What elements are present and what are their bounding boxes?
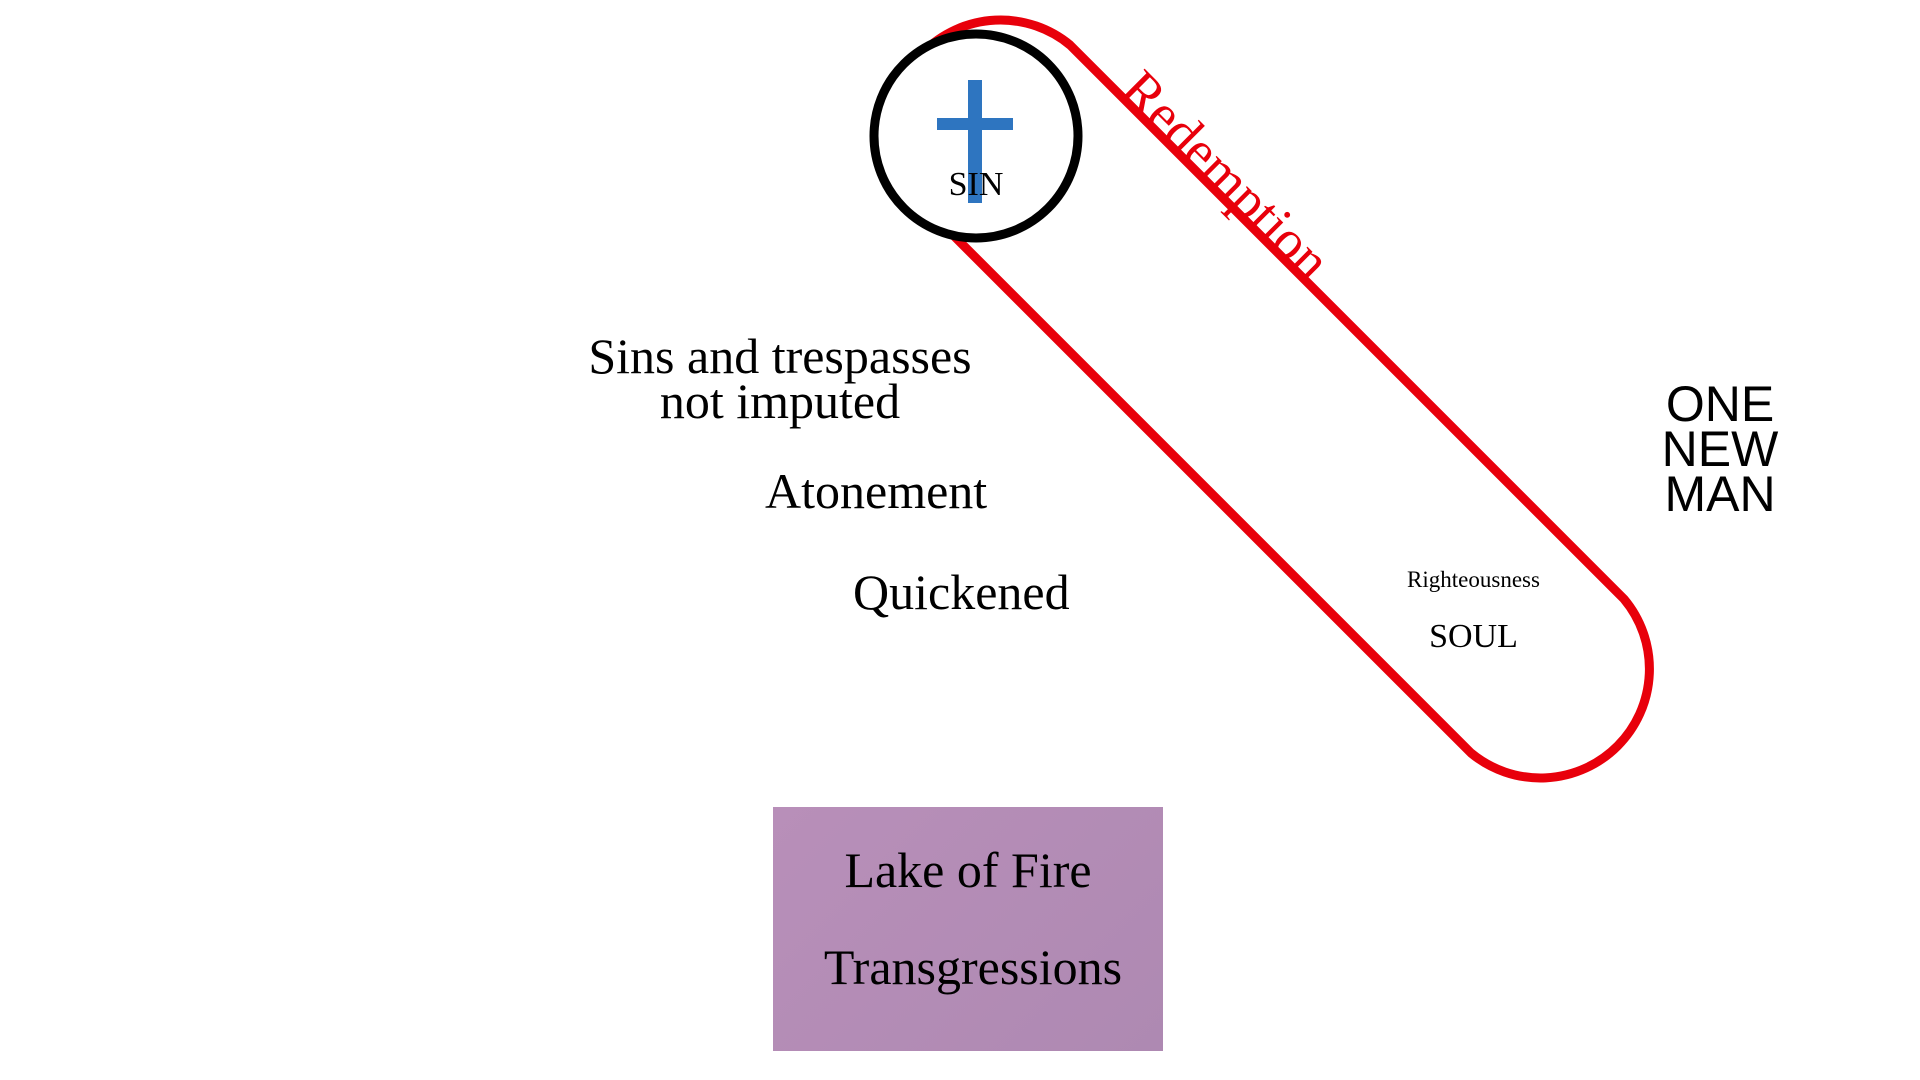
lake-of-fire-box: Lake of Fire Transgressions	[773, 807, 1163, 1051]
soul-label: SOUL	[1429, 618, 1518, 655]
one-new-man-line-1: ONE	[1665, 376, 1775, 432]
one-new-man-line-2: NEW	[1661, 421, 1779, 477]
sins-label-line-1: Sins and trespasses	[588, 328, 972, 384]
transgressions-label: Transgressions	[823, 939, 1123, 995]
sins-label-line-2: not imputed	[659, 373, 901, 429]
righteousness-label: Righteousness	[1407, 567, 1540, 592]
cross-icon	[937, 80, 1013, 203]
lake-of-fire-label: Lake of Fire	[844, 842, 1092, 898]
sin-label: SIN	[949, 166, 1004, 203]
redemption-label: Redemption	[1109, 58, 1342, 291]
one-new-man-line-3: MAN	[1664, 466, 1776, 522]
atonement-label: Atonement	[765, 463, 988, 519]
quickened-label: Quickened	[853, 564, 1070, 620]
sins-and-trespasses-label: Sins and trespasses not imputed	[520, 328, 1040, 429]
one-new-man-label: ONE NEW MAN	[1640, 376, 1800, 522]
